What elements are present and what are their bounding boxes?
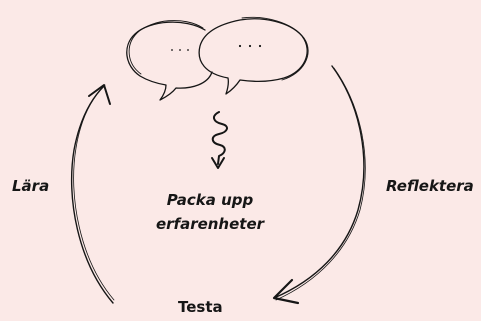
label-testa: Testa bbox=[178, 298, 223, 316]
label-reflektera: Reflektera bbox=[386, 177, 474, 195]
squiggle-down-arrow-icon bbox=[211, 111, 228, 169]
right-speech-bubble bbox=[198, 18, 308, 95]
right-cycle-arrow bbox=[272, 65, 366, 305]
right-speech-bubble-overstroke bbox=[241, 16, 309, 81]
left-cycle-arrow bbox=[70, 84, 115, 304]
label-lara: Lära bbox=[12, 177, 50, 195]
ellipsis-dots bbox=[171, 44, 262, 51]
left-speech-bubble bbox=[126, 21, 213, 101]
right-arrowhead bbox=[272, 278, 300, 305]
left-arrowhead bbox=[88, 84, 111, 105]
left-speech-bubble-overstroke bbox=[128, 20, 204, 75]
center-label-line1: Packa upp bbox=[166, 191, 254, 209]
center-label-line2: erfarenheter bbox=[155, 215, 265, 233]
speech-bubbles-icon bbox=[126, 16, 309, 101]
label-packa-upp-erfarenheter: Packa upp erfarenheter bbox=[140, 188, 280, 236]
